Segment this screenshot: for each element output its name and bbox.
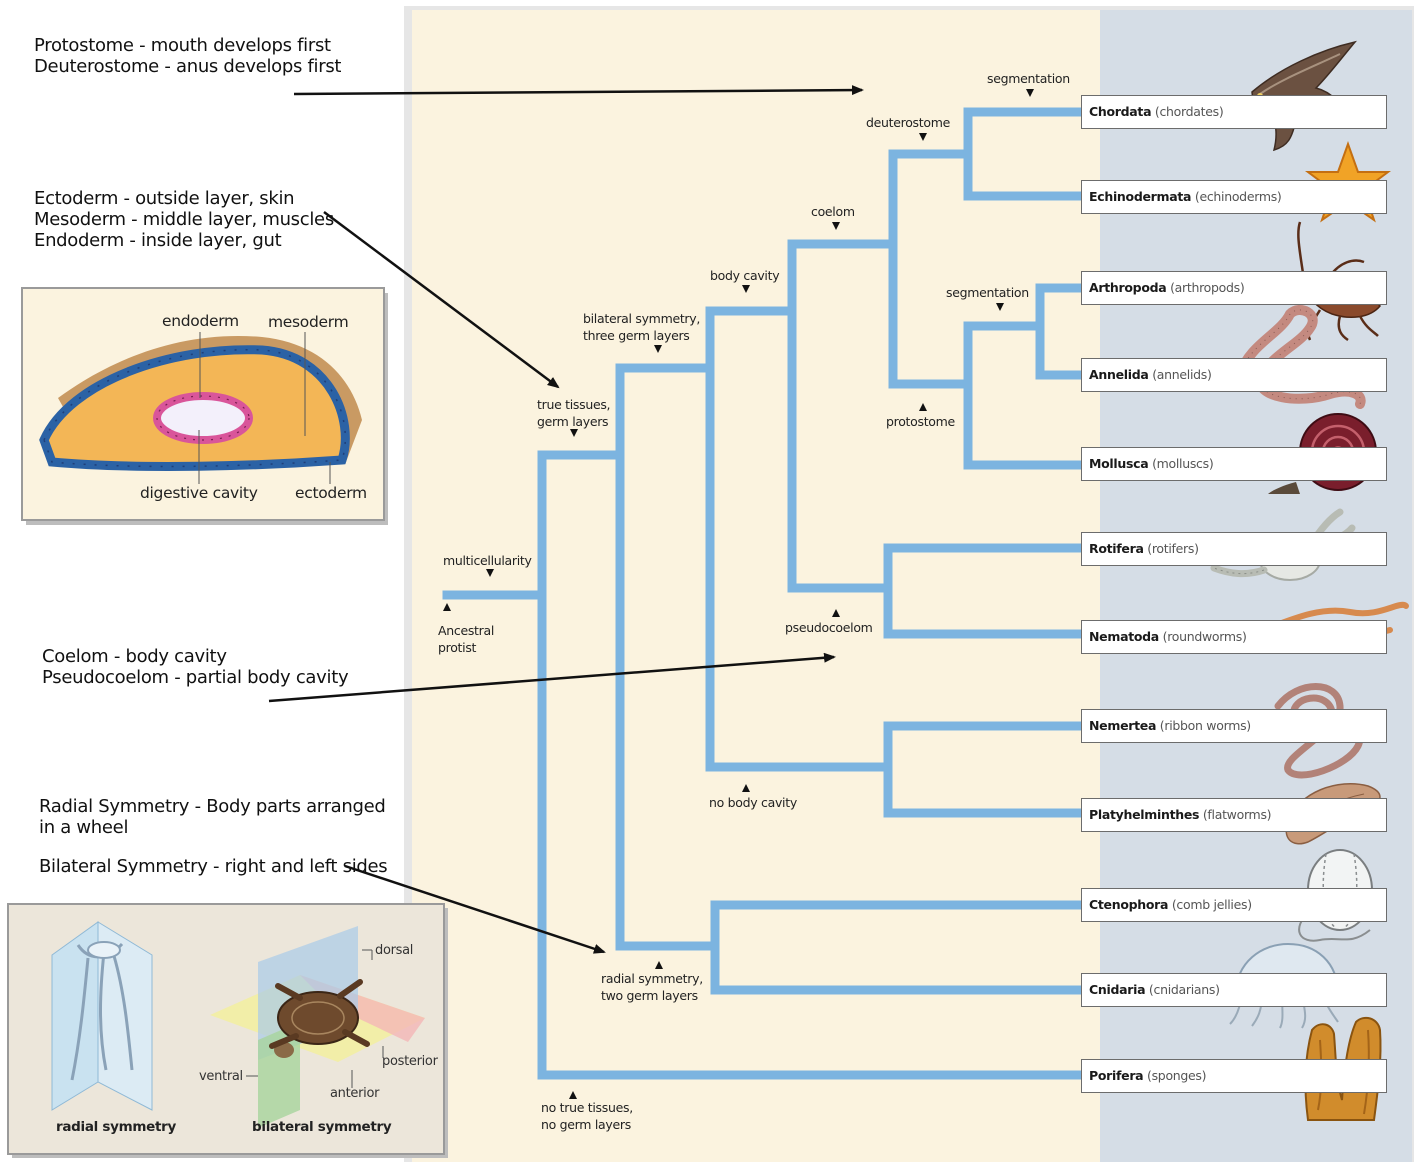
marker-radial bbox=[655, 961, 663, 969]
marker-pseudocoelom bbox=[832, 609, 840, 617]
bilateral-symmetry-note: Bilateral Symmetry - right and left side… bbox=[39, 856, 388, 877]
arrow-symmetry bbox=[344, 864, 606, 954]
marker-no-true-tissues bbox=[569, 1091, 577, 1099]
marker-no-body-cavity bbox=[742, 784, 750, 792]
pseudocoelom-label: pseudocoelom bbox=[785, 620, 873, 635]
tree-panel bbox=[412, 10, 1100, 1162]
radial-symmetry-icon bbox=[51, 921, 153, 1111]
arrow-stome bbox=[293, 85, 864, 96]
symmetry-panel bbox=[7, 903, 448, 1158]
protostome-definition: Protostome - mouth develops first bbox=[34, 35, 331, 56]
node-markers bbox=[443, 89, 1034, 1099]
bilateral-symmetry-label: bilateral symmetry, three germ layers bbox=[583, 311, 701, 343]
marker-coelom bbox=[832, 222, 840, 230]
phylum-annelida: Annelida (annelids) bbox=[1081, 358, 1387, 392]
radial-symmetry-label: radial symmetry, two germ layers bbox=[601, 971, 703, 1003]
germ-layer-note: Ectoderm - outside layer, skin Mesoderm … bbox=[34, 188, 334, 251]
radial-symmetry-definition-line2: in a wheel bbox=[39, 817, 129, 838]
coelom-label: coelom bbox=[811, 204, 855, 219]
dorsal-label: dorsal bbox=[375, 943, 414, 958]
true-tissues-label: true tissues, germ layers bbox=[537, 397, 611, 429]
branch-deuterostomes bbox=[888, 107, 1085, 201]
phylum-echinodermata: Echinodermata (echinoderms) bbox=[1081, 180, 1387, 214]
deuterostome-definition: Deuterostome - anus develops first bbox=[34, 56, 342, 77]
branch-eumetazoa-split bbox=[615, 363, 720, 951]
marker-true-tissues bbox=[570, 429, 578, 437]
tree-branches bbox=[442, 107, 1085, 1080]
marker-deuterostome bbox=[919, 133, 927, 141]
stome-note: Protostome - mouth develops first Deuter… bbox=[34, 35, 341, 77]
ectoderm-definition: Ectoderm - outside layer, skin bbox=[34, 188, 295, 209]
arrow-coelom bbox=[268, 652, 836, 703]
phylum-platyhelminthes: Platyhelminthes (flatworms) bbox=[1081, 798, 1387, 832]
marker-protostome bbox=[919, 403, 927, 411]
coelom-definition: Coelom - body cavity bbox=[42, 646, 227, 667]
body-cavity-label: body cavity bbox=[710, 268, 780, 283]
phylum-cnidaria: Cnidaria (cnidarians) bbox=[1081, 973, 1387, 1007]
branch-acoelomates bbox=[883, 721, 1085, 818]
mesoderm-label: mesoderm bbox=[268, 313, 349, 331]
phylum-chordata: Chordata (chordates) bbox=[1081, 95, 1387, 129]
annotation-arrows bbox=[268, 85, 864, 954]
germ-layer-panel bbox=[21, 287, 388, 525]
marker-bilateral bbox=[654, 345, 662, 353]
branch-porifera-split bbox=[537, 450, 1085, 1080]
coelom-note: Coelom - body cavity Pseudocoelom - part… bbox=[42, 646, 349, 688]
phylum-porifera: Porifera (sponges) bbox=[1081, 1059, 1387, 1093]
mesoderm-definition: Mesoderm - middle layer, muscles bbox=[34, 209, 334, 230]
branch-pseudocoelomates bbox=[883, 543, 1085, 639]
ventral-label: ventral bbox=[199, 1069, 243, 1084]
posterior-label: posterior bbox=[382, 1054, 438, 1069]
germ-cross-section-icon bbox=[39, 332, 362, 484]
radial-symmetry-note: Radial Symmetry - Body parts arranged in… bbox=[39, 796, 386, 838]
bilateral-symmetry-icon bbox=[210, 926, 425, 1128]
radial-symmetry-definition-line1: Radial Symmetry - Body parts arranged bbox=[39, 796, 386, 817]
branch-bilateria-split bbox=[705, 306, 893, 772]
phylum-rotifera: Rotifera (rotifers) bbox=[1081, 532, 1387, 566]
marker-segmentation-top bbox=[1026, 89, 1034, 97]
endoderm-definition: Endoderm - inside layer, gut bbox=[34, 230, 282, 251]
pseudocoelom-definition: Pseudocoelom - partial body cavity bbox=[42, 667, 349, 688]
marker-segmentation-mid bbox=[996, 303, 1004, 311]
marker-root bbox=[443, 603, 451, 611]
root-label: Ancestral protist bbox=[438, 623, 495, 655]
arrow-germ-layers bbox=[323, 210, 560, 389]
branch-radiata bbox=[710, 900, 1085, 995]
radial-symmetry-title: radial symmetry bbox=[56, 1119, 177, 1135]
ectoderm-label: ectoderm bbox=[295, 484, 367, 502]
no-body-cavity-label: no body cavity bbox=[709, 795, 797, 810]
segmentation-mid-label: segmentation bbox=[946, 285, 1029, 300]
marker-body-cavity bbox=[742, 285, 750, 293]
branch-coelomates-split bbox=[888, 149, 973, 389]
phylum-mollusca: Mollusca (molluscs) bbox=[1081, 447, 1387, 481]
no-true-tissues-label: no true tissues, no germ layers bbox=[541, 1100, 633, 1132]
bilateral-symmetry-title: bilateral symmetry bbox=[252, 1119, 392, 1135]
branch-body-cavity-split bbox=[787, 239, 893, 593]
endoderm-label: endoderm bbox=[162, 312, 239, 330]
protostome-label: protostome bbox=[886, 414, 955, 429]
phylum-nemertea: Nemertea (ribbon worms) bbox=[1081, 709, 1387, 743]
deuterostome-label: deuterostome bbox=[866, 115, 950, 130]
branch-protostomes bbox=[963, 283, 1085, 470]
phylum-arthropoda: Arthropoda (arthropods) bbox=[1081, 271, 1387, 305]
phylum-ctenophora: Ctenophora (comb jellies) bbox=[1081, 888, 1387, 922]
segmentation-top-label: segmentation bbox=[987, 71, 1070, 86]
phylum-nematoda: Nematoda (roundworms) bbox=[1081, 620, 1387, 654]
multicellularity-label: multicellularity bbox=[443, 553, 532, 568]
marker-multicellularity bbox=[486, 569, 494, 577]
digestive-cavity-label: digestive cavity bbox=[140, 484, 258, 502]
anterior-label: anterior bbox=[330, 1086, 380, 1101]
earthworm-icon bbox=[1235, 305, 1366, 409]
